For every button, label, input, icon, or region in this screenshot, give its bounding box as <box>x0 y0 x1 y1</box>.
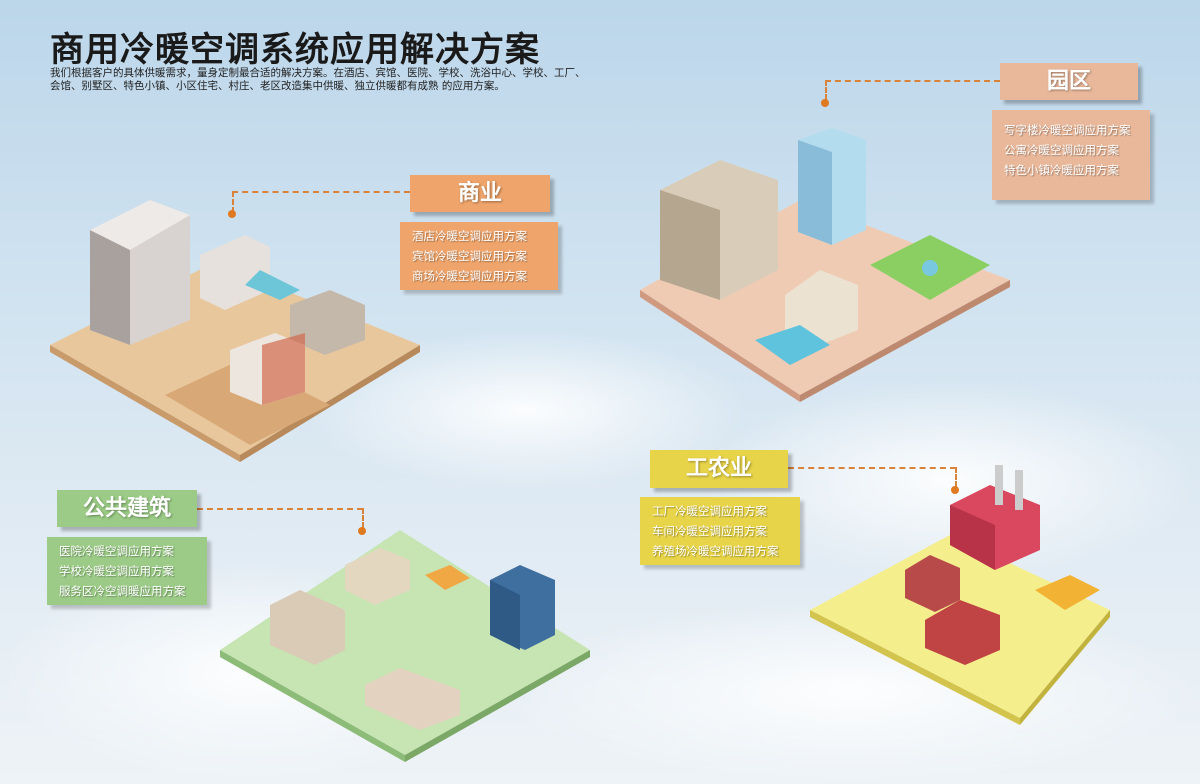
solution-link[interactable]: 养殖场冷暖空调应用方案 <box>652 544 779 558</box>
connector-dot <box>358 527 366 535</box>
connector-line <box>788 467 956 469</box>
public-building-label[interactable]: 公共建筑 <box>57 490 197 527</box>
connector-line <box>197 508 363 510</box>
page-subtitle: 我们根据客户的具体供暖需求，量身定制最合适的解决方案。在酒店、宾馆、医院、学校、… <box>50 67 586 92</box>
commercial-solutions-list: 酒店冷暖空调应用方案 宾馆冷暖空调应用方案 商场冷暖空调应用方案 <box>400 222 558 290</box>
connector-dot <box>821 99 829 107</box>
solution-link[interactable]: 学校冷暖空调应用方案 <box>59 564 174 578</box>
park-solutions-list: 写字楼冷暖空调应用方案 公寓冷暖空调应用方案 特色小镇冷暖应用方案 <box>992 110 1150 200</box>
solution-link[interactable]: 医院冷暖空调应用方案 <box>59 544 174 558</box>
connector-line <box>232 191 410 193</box>
solution-link[interactable]: 商场冷暖空调应用方案 <box>412 269 527 283</box>
connector-line <box>825 80 827 100</box>
solution-link[interactable]: 特色小镇冷暖应用方案 <box>1004 163 1119 177</box>
solution-link[interactable]: 服务区冷空调暖应用方案 <box>59 584 186 598</box>
solution-link[interactable]: 车间冷暖空调应用方案 <box>652 524 767 538</box>
solution-link[interactable]: 宾馆冷暖空调应用方案 <box>412 249 527 263</box>
solution-link[interactable]: 写字楼冷暖空调应用方案 <box>1004 123 1131 137</box>
connector-line <box>232 191 234 213</box>
page-title: 商用冷暖空调系统应用解决方案 <box>50 30 540 70</box>
solution-link[interactable]: 工厂冷暖空调应用方案 <box>652 504 767 518</box>
connector-dot <box>228 210 236 218</box>
connector-line <box>955 467 957 487</box>
park-scene-illustration <box>640 128 1010 402</box>
commercial-scene-illustration <box>50 200 420 462</box>
industry-scene-illustration <box>810 465 1110 725</box>
connector-line <box>362 508 364 528</box>
industry-agriculture-label[interactable]: 工农业 <box>650 450 788 488</box>
public-solutions-list: 医院冷暖空调应用方案 学校冷暖空调应用方案 服务区冷空调暖应用方案 <box>47 537 207 605</box>
solution-link[interactable]: 酒店冷暖空调应用方案 <box>412 229 527 243</box>
connector-dot <box>951 486 959 494</box>
industry-solutions-list: 工厂冷暖空调应用方案 车间冷暖空调应用方案 养殖场冷暖空调应用方案 <box>640 497 800 565</box>
connector-line <box>825 80 1000 82</box>
solution-link[interactable]: 公寓冷暖空调应用方案 <box>1004 143 1119 157</box>
public-scene-illustration <box>220 530 590 762</box>
park-label[interactable]: 园区 <box>1000 63 1138 100</box>
commercial-label[interactable]: 商业 <box>410 175 550 212</box>
